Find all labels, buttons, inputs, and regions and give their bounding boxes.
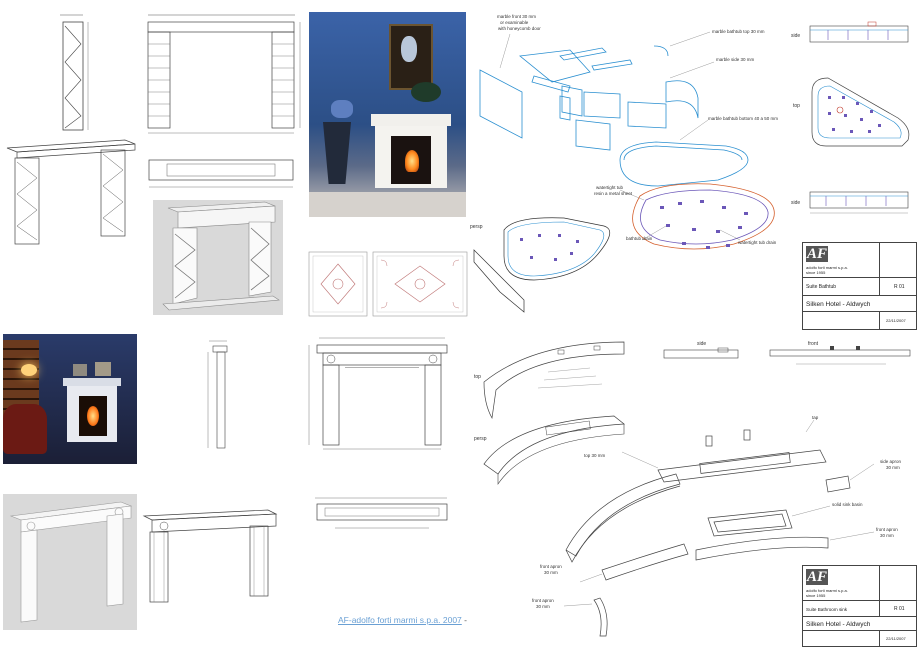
bathtub-exploded-view	[473, 31, 775, 313]
af-logo: AF	[806, 246, 828, 262]
sink-side-view	[663, 347, 739, 359]
fireplace-front-elevation	[147, 14, 301, 134]
revision: R 01	[894, 284, 905, 290]
label-marble-front: marble front 30 mm	[497, 14, 537, 19]
sink-perspective	[483, 415, 625, 485]
label-bathtub-persp: persp	[470, 224, 483, 230]
sink-exploded-view	[563, 419, 875, 637]
label-watertight-drain: watertight tub drain	[738, 240, 777, 245]
label-solid-sink: solid sink basin	[832, 502, 863, 507]
fireplace-plan-view	[148, 159, 294, 188]
label-watertight-tub-2: resin a metal sheet	[594, 191, 633, 196]
company-name: adolfo forti marmi s.p.a.	[806, 265, 848, 270]
credit-link[interactable]: AF-adolfo forti marmi s.p.a. 2007	[338, 615, 462, 625]
bathtub-title-block: AF adolfo forti marmi s.p.a. since 1955 …	[802, 242, 917, 330]
credit-line: AF-adolfo forti marmi s.p.a. 2007 -	[338, 615, 467, 625]
ornament-panels-drawing	[308, 251, 468, 317]
label-marble-top: marble bathtub top 30 mm	[712, 29, 765, 34]
bathtub-side-view	[809, 21, 909, 43]
label-bathtub-side-top: side	[791, 33, 801, 39]
mantel-front-elevation	[308, 337, 448, 450]
label-sink-front: front	[808, 341, 819, 347]
project-name: Silken Hotel - Aldwych	[806, 300, 871, 308]
sink-front-view	[769, 346, 911, 365]
label-front-apron-bottom-2: 30 mm	[536, 604, 550, 609]
label-marble-front-3: with honeycomb door	[498, 26, 541, 31]
label-sink-persp: persp	[474, 436, 487, 442]
label-front-apron-left-2: 30 mm	[544, 570, 558, 575]
credit-suffix: -	[461, 615, 467, 625]
mantel-perspective-sketch	[142, 509, 278, 603]
mantel-plan-view	[315, 497, 448, 529]
fireplace-photo-library	[3, 334, 137, 464]
label-marble-bottom: marble bathtub bottom 40 a 50 mm	[708, 116, 779, 121]
project-name-sink: Silken Hotel - Aldwych	[806, 620, 871, 628]
drawing-name: Suite Bathtub	[806, 284, 837, 290]
label-marble-front-2: or examinable	[500, 20, 529, 25]
sink-title-block: AF adolfo forti marmi s.p.a. since 1955 …	[802, 565, 917, 647]
drawing-name-sink: Suite Bathroom sink	[806, 606, 848, 612]
label-watertight-tub: watertight tub	[596, 185, 624, 190]
label-sink-top: top	[474, 374, 481, 380]
revision-sink: R 01	[894, 606, 905, 612]
label-marble-side: marble side 30 mm	[716, 57, 755, 62]
label-side-apron: side apron	[880, 459, 902, 464]
bathtub-top-view	[811, 77, 910, 147]
label-front-apron-right: front apron	[876, 527, 898, 532]
mantel-render-grey	[3, 494, 137, 630]
label-sink-tap: tap	[812, 415, 819, 420]
drawing-date-sink: 22/11/2007	[886, 636, 906, 641]
sink-top-view	[483, 341, 625, 420]
label-front-apron-bottom: front apron	[532, 598, 554, 603]
label-bathtub-top: top	[793, 103, 800, 109]
fireplace-render-grey	[153, 200, 283, 315]
fireplace-side-elevation	[60, 14, 89, 131]
label-front-apron-right-2: 30 mm	[880, 533, 894, 538]
fireplace-perspective-sketch	[6, 139, 136, 245]
mantel-side-section	[207, 340, 228, 449]
company-name-sink: adolfo forti marmi s.p.a.	[806, 588, 848, 593]
label-front-apron-left: front apron	[540, 564, 562, 569]
label-sink-side: side	[697, 341, 707, 347]
label-bathtub-drain: bathtub drain	[626, 236, 653, 241]
label-bathtub-side-bottom: side	[791, 200, 801, 206]
drawing-date: 22/11/2007	[886, 318, 906, 323]
fireplace-photo-blue-room	[309, 12, 466, 217]
label-side-apron-2: 30 mm	[886, 465, 900, 470]
company-since-sink: since 1955	[806, 593, 826, 598]
af-logo-sink: AF	[806, 569, 828, 585]
bathtub-side-view-2	[809, 191, 909, 214]
label-sink-top-30: top 30 mm	[584, 453, 606, 458]
company-since: since 1955	[806, 270, 826, 275]
